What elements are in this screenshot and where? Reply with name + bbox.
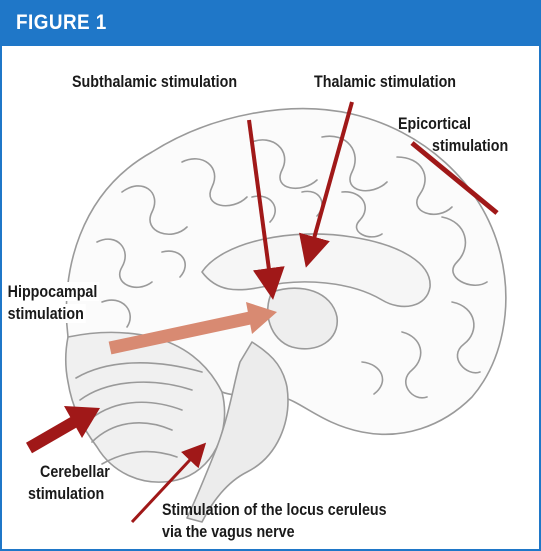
hippocampal-label-line1: Hippocampal [6, 282, 99, 301]
brain-illustration-icon [66, 109, 506, 522]
cerebellar-label-line1: Cerebellar [40, 462, 110, 481]
thalamic-label: Thalamic stimulation [314, 72, 456, 91]
cerebellar-label-line2: stimulation [28, 484, 104, 503]
epicortical-label-line1: Epicortical [398, 114, 471, 133]
subthalamic-label: Subthalamic stimulation [72, 72, 237, 91]
diagram-area: Subthalamic stimulation Thalamic stimula… [2, 46, 539, 551]
locus-ceruleus-label-line2: via the vagus nerve [162, 522, 295, 541]
hippocampal-label-line2: stimulation [6, 304, 86, 323]
locus-ceruleus-label-line1: Stimulation of the locus ceruleus [162, 500, 387, 519]
figure-title: FIGURE 1 [16, 11, 107, 35]
figure-header: FIGURE 1 [2, 2, 539, 46]
epicortical-label-line2: stimulation [432, 136, 508, 155]
